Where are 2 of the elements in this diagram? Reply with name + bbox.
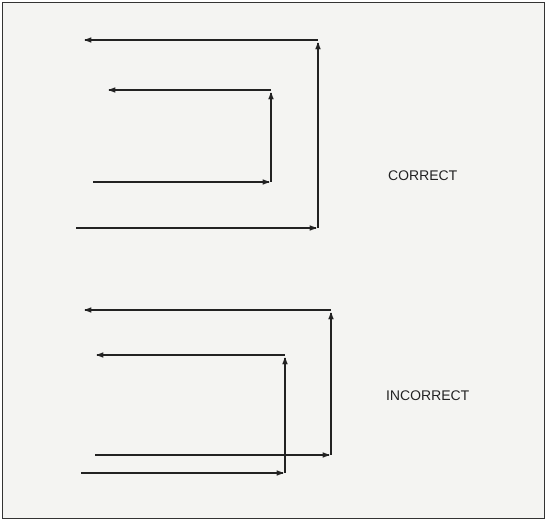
diagram-label: CORRECT xyxy=(388,167,458,183)
diagram-label: INCORRECT xyxy=(386,387,470,403)
